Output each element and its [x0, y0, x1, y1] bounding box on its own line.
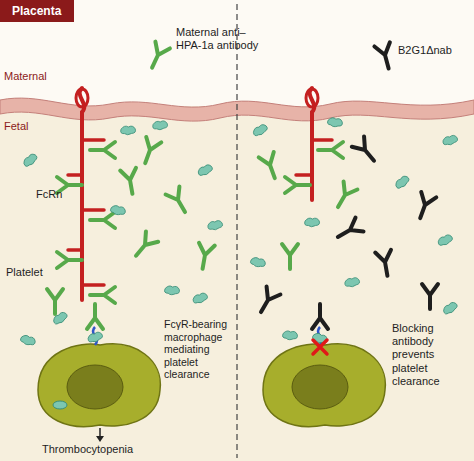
macrophage — [263, 344, 385, 427]
platelet — [437, 234, 454, 247]
antibody — [282, 244, 298, 269]
fcrn-branch — [68, 173, 82, 177]
blocking-label: Blocking antibody prevents platelet clea… — [392, 322, 470, 388]
platelet — [197, 164, 214, 177]
side-label: Maternal — [4, 70, 47, 83]
block-mark — [313, 340, 327, 354]
antibody — [312, 304, 328, 329]
platelet — [252, 123, 269, 137]
platelet — [19, 333, 36, 348]
platelet-label: Platelet — [6, 266, 43, 279]
fcrn-branch — [82, 283, 104, 287]
platelet — [22, 153, 39, 168]
platelet — [208, 220, 223, 230]
platelet — [304, 217, 320, 228]
platelet — [164, 284, 180, 296]
platelet — [153, 120, 168, 130]
platelet — [192, 292, 208, 304]
nucleus — [67, 365, 123, 409]
fcrn-branch — [82, 138, 104, 142]
platelet — [250, 255, 267, 269]
antibody — [138, 137, 162, 166]
platelet — [442, 135, 458, 146]
fcrn-branch — [296, 173, 312, 177]
antibody — [259, 152, 283, 181]
band-title: Placenta — [12, 4, 62, 18]
antibody — [120, 168, 140, 195]
platelet — [442, 301, 459, 315]
result-arrow — [99, 428, 101, 437]
platelet — [87, 331, 103, 343]
placenta-band: Placenta — [0, 0, 74, 22]
macrophage-label: FcγR-bearing macrophage mediating platel… — [164, 318, 234, 381]
platelet — [120, 125, 136, 136]
divider — [236, 4, 237, 458]
antibody — [87, 304, 103, 329]
antibody — [195, 243, 215, 270]
antibody — [331, 181, 357, 211]
antibody — [254, 286, 280, 316]
nucleus — [292, 365, 348, 409]
result-arrowhead — [96, 436, 104, 442]
antibody — [352, 136, 380, 165]
antibody — [47, 289, 63, 314]
outcome-label: Thrombocytopenia — [42, 443, 133, 456]
antibody — [422, 284, 438, 309]
macrophage — [38, 344, 160, 427]
antibody — [375, 250, 395, 277]
antibody — [90, 142, 115, 158]
antibody — [57, 252, 82, 268]
platelet — [282, 329, 298, 341]
antibody — [285, 177, 310, 193]
antibody — [166, 186, 192, 216]
platelet — [345, 278, 360, 287]
receptor-label: FcRn — [36, 188, 62, 201]
fcrn-loop — [76, 89, 88, 107]
fcrn-branch — [68, 248, 82, 252]
platelet — [394, 175, 411, 190]
antibody — [145, 42, 170, 71]
side-label: Fetal — [4, 120, 28, 133]
platelet — [327, 116, 344, 129]
antibody — [130, 231, 158, 260]
fcrn-branch — [82, 208, 104, 212]
fcrn-branch — [312, 138, 332, 142]
fcrn-loop — [306, 89, 318, 107]
fcrn-stem — [80, 88, 85, 300]
antibody — [90, 287, 115, 303]
platelet — [110, 203, 127, 217]
antibody — [413, 192, 437, 221]
platelet — [52, 311, 69, 325]
fcrn-receptor — [68, 88, 332, 300]
antibody — [374, 42, 396, 70]
antibody — [318, 142, 343, 158]
engulfed-platelet — [53, 401, 67, 409]
antibody — [334, 218, 364, 244]
antibody — [90, 212, 115, 228]
antibody-label: Maternal anti–HPA-1a antibody — [176, 26, 268, 52]
antibody-label: B2G1Δnab — [398, 44, 452, 57]
